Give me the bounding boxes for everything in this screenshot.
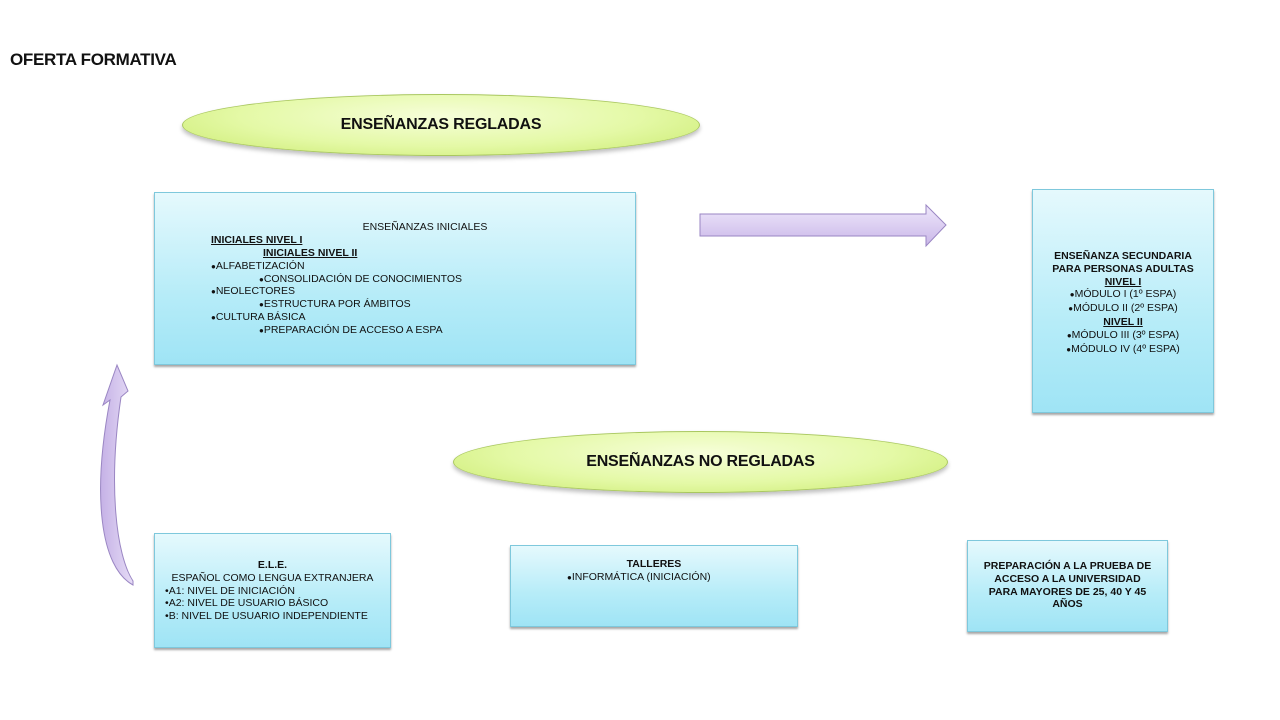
ele-item-a2: A2: NIVEL DE USUARIO BÁSICO	[165, 597, 390, 610]
iniciales-item-neolectores: NEOLECTORES	[211, 285, 295, 299]
regladas-label: ENSEÑANZAS REGLADAS	[340, 116, 542, 133]
espa-box: ENSEÑANZA SECUNDARIA PARA PERSONAS ADULT…	[1032, 189, 1214, 413]
iniciales-level2: INICIALES NIVEL II	[263, 247, 358, 259]
curved-arrow	[100, 363, 134, 586]
iniciales-item-cultura: CULTURA BÁSICA	[211, 311, 306, 325]
espa-item-modulo3: MÓDULO III (3º ESPA)	[1033, 329, 1213, 343]
ele-subtitle: ESPAÑOL COMO LENGUA EXTRANJERA	[171, 571, 374, 584]
ele-box: E.L.E. ESPAÑOL COMO LENGUA EXTRANJERA A1…	[154, 533, 391, 648]
espa-nivel2: NIVEL II	[1103, 315, 1143, 328]
espa-item-modulo4: MÓDULO IV (4º ESPA)	[1033, 343, 1213, 357]
universidad-box: PREPARACIÓN A LA PRUEBA DE ACCESO A LA U…	[967, 540, 1168, 632]
talleres-item-informatica: INFORMÁTICA (INICIACIÓN)	[567, 571, 797, 585]
iniciales-box: ENSEÑANZAS INICIALES INICIALES NIVEL I I…	[154, 192, 636, 365]
regladas-ellipse: ENSEÑANZAS REGLADAS	[182, 94, 700, 156]
universidad-line2: ACCESO A LA UNIVERSIDAD	[994, 572, 1141, 585]
ele-item-a1: A1: NIVEL DE INICIACIÓN	[165, 585, 390, 598]
iniciales-heading: ENSEÑANZAS INICIALES	[362, 221, 488, 233]
iniciales-item-preparacion: PREPARACIÓN DE ACCESO A ESPA	[259, 324, 443, 338]
espa-item-modulo1: MÓDULO I (1º ESPA)	[1033, 288, 1213, 302]
no-regladas-ellipse: ENSEÑANZAS NO REGLADAS	[453, 431, 948, 493]
universidad-line3: PARA MAYORES DE 25, 40 Y 45	[988, 585, 1147, 598]
ele-item-b: B: NIVEL DE USUARIO INDEPENDIENTE	[165, 610, 390, 623]
espa-item-modulo2: MÓDULO II (2º ESPA)	[1033, 302, 1213, 316]
right-arrow	[699, 203, 947, 248]
universidad-line4: AÑOS	[1052, 598, 1083, 611]
page-title: OFERTA FORMATIVA	[10, 50, 177, 69]
espa-nivel1: NIVEL I	[1104, 275, 1142, 288]
talleres-box: TALLERES INFORMÁTICA (INICIACIÓN)	[510, 545, 798, 627]
iniciales-item-alfabetizacion: ALFABETIZACIÓN	[211, 260, 305, 274]
espa-heading-line1: ENSEÑANZA SECUNDARIA	[1054, 250, 1192, 262]
universidad-line1: PREPARACIÓN A LA PRUEBA DE	[983, 560, 1152, 572]
ele-heading: E.L.E.	[257, 559, 288, 571]
iniciales-level1: INICIALES NIVEL I	[211, 234, 303, 246]
iniciales-item-estructura: ESTRUCTURA POR ÁMBITOS	[259, 298, 411, 312]
iniciales-item-consolidacion: CONSOLIDACIÓN DE CONOCIMIENTOS	[259, 273, 462, 287]
no-regladas-label: ENSEÑANZAS NO REGLADAS	[586, 453, 815, 470]
talleres-heading: TALLERES	[626, 558, 682, 570]
espa-heading-line2: PARA PERSONAS ADULTAS	[1052, 262, 1194, 275]
